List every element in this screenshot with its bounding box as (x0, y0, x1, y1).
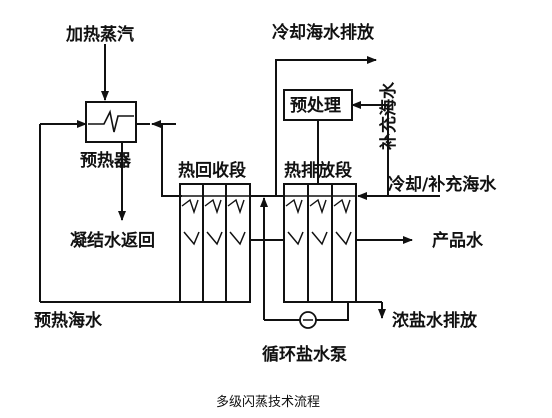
heat-rejection-section-box (283, 183, 357, 303)
label-cooling-seawater-discharge: 冷却海水排放 (272, 22, 375, 43)
label-pretreatment: 预处理 (290, 95, 341, 116)
label-brine-discharge: 浓盐水排放 (392, 310, 478, 331)
brine-pump-icon (299, 311, 317, 329)
label-heat-recovery-section: 热回收段 (178, 160, 246, 181)
label-makeup-seawater: 补充海水 (378, 81, 399, 151)
label-cooling-makeup-seawater: 冷却/补充海水 (388, 174, 497, 195)
label-brine-recirculation-pump: 循环盐水泵 (262, 344, 347, 365)
figure-caption: 多级闪蒸技术流程 (216, 394, 320, 410)
label-condensate-return: 凝结水返回 (70, 230, 155, 251)
label-heat-rejection-section: 热排放段 (284, 160, 352, 181)
label-preheated-seawater: 预热海水 (34, 310, 103, 331)
preheater-coil-icon (88, 109, 134, 133)
heat-recovery-section-box (179, 183, 251, 303)
label-heating-steam: 加热蒸汽 (65, 24, 134, 45)
label-product-water: 产品水 (432, 230, 484, 251)
preheater-box (85, 101, 137, 143)
label-preheater: 预热器 (80, 150, 132, 171)
